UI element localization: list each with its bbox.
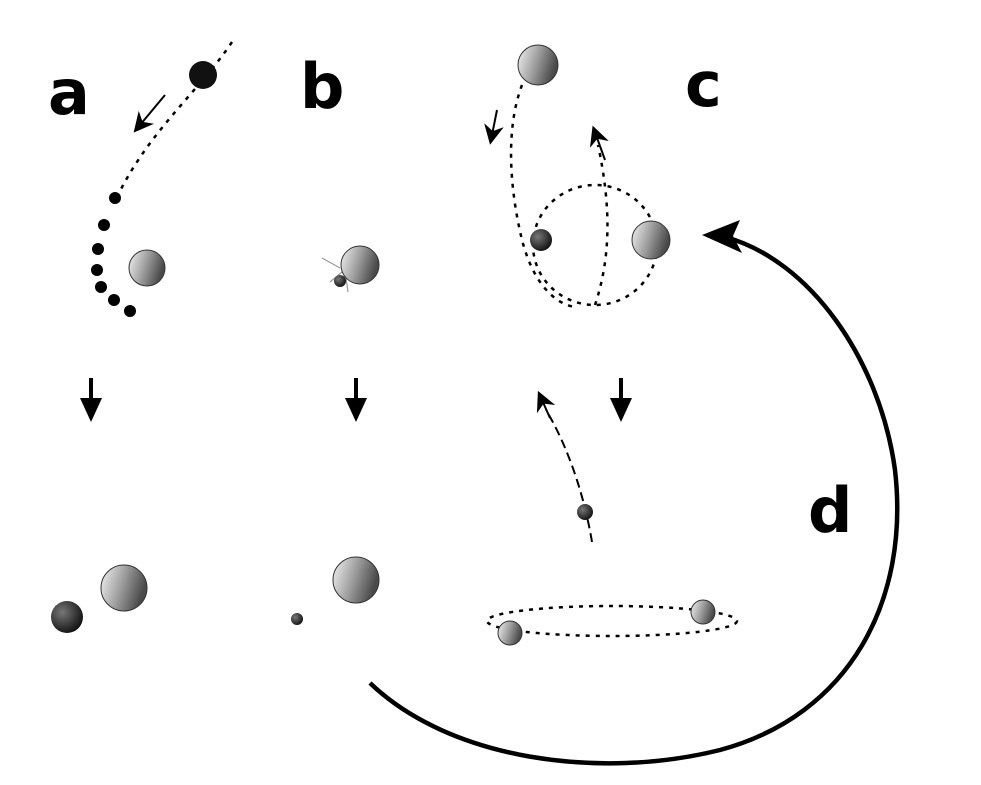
panel-label-d: d [808, 474, 852, 547]
binary-orbit [485, 604, 739, 638]
arrow-down-icon [610, 378, 632, 422]
direction-arrow-icon [133, 94, 166, 133]
ejected-body [577, 504, 593, 520]
dark-body [51, 601, 83, 633]
impacting-body [334, 275, 346, 287]
panel-label-a: a [48, 56, 90, 129]
incoming-sphere [517, 44, 559, 86]
panel-b-top [321, 245, 380, 293]
arrow-down-icon [80, 378, 102, 422]
target-sphere [340, 245, 380, 285]
exit-trajectory [593, 144, 609, 306]
target-sphere [128, 249, 166, 287]
small-body [291, 613, 303, 625]
panel-c-bottom [485, 390, 739, 646]
curved-arrow-icon [368, 220, 900, 766]
panel-c-top [484, 44, 671, 309]
target-sphere [332, 556, 380, 604]
orbit-sphere [631, 220, 671, 260]
direction-arrow-icon [536, 390, 556, 419]
direction-arrow-icon [484, 109, 504, 145]
binary-sphere-left [497, 620, 523, 646]
incoming-body [189, 61, 217, 89]
target-sphere [100, 564, 148, 612]
dark-body [530, 229, 552, 251]
panel-a-bottom [51, 564, 148, 633]
approach-trajectory [509, 84, 576, 309]
escape-trajectory [545, 409, 593, 543]
incoming-trajectory [116, 41, 234, 196]
panel-label-b: b [300, 50, 344, 123]
panel-b-bottom [291, 556, 380, 625]
panel-label-c: c [685, 48, 722, 121]
dotted-path [91, 192, 136, 317]
binary-sphere-right [690, 599, 716, 625]
direction-arrow-icon [589, 125, 609, 161]
arrow-down-icon [345, 378, 367, 422]
panel-a-top [91, 41, 234, 317]
